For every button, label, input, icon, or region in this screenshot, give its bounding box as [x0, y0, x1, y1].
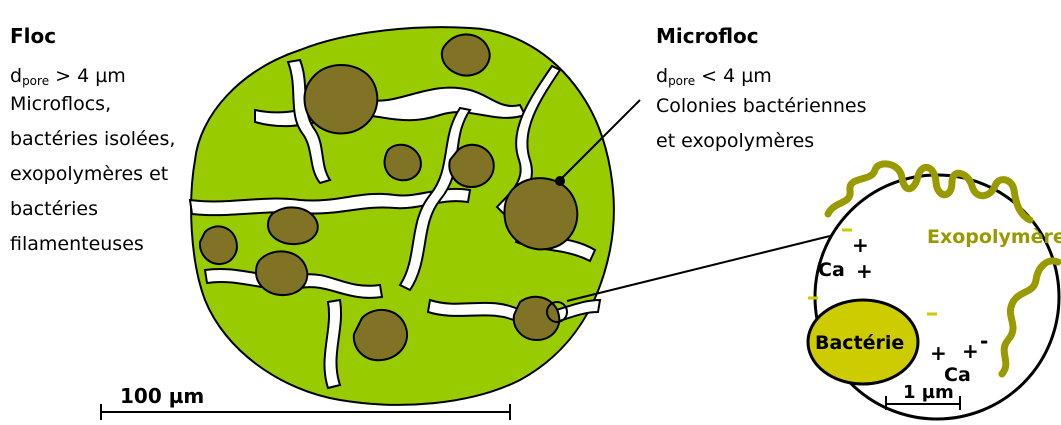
plus-sign: +: [930, 341, 947, 365]
microfloc-cluster: [354, 310, 407, 360]
bacterium-label: Bactérie: [815, 332, 904, 354]
microfloc-cluster: [449, 145, 493, 187]
zoom-inset: Exopolymère Bactérie + Ca + + + - Ca 1 µ…: [808, 164, 1061, 419]
microfloc-cluster: [504, 178, 577, 249]
inset-scale-bar-label: 1 µm: [903, 382, 954, 403]
microfloc-cluster: [442, 34, 490, 75]
plus-sign: +: [962, 339, 979, 363]
exopolymer-label: Exopolymère: [927, 226, 1061, 248]
microfloc-cluster: [268, 207, 318, 244]
plus-sign: +: [856, 259, 873, 283]
microfloc-cluster: [304, 65, 377, 133]
minus-sign: -: [980, 329, 988, 353]
calcium-label: Ca: [818, 259, 845, 281]
microfloc-cluster: [385, 145, 421, 181]
microfloc-cluster: [256, 251, 307, 295]
floc-scale-bar-label: 100 µm: [120, 384, 204, 408]
plus-sign: +: [852, 233, 869, 257]
microfloc-cluster: [200, 226, 237, 264]
